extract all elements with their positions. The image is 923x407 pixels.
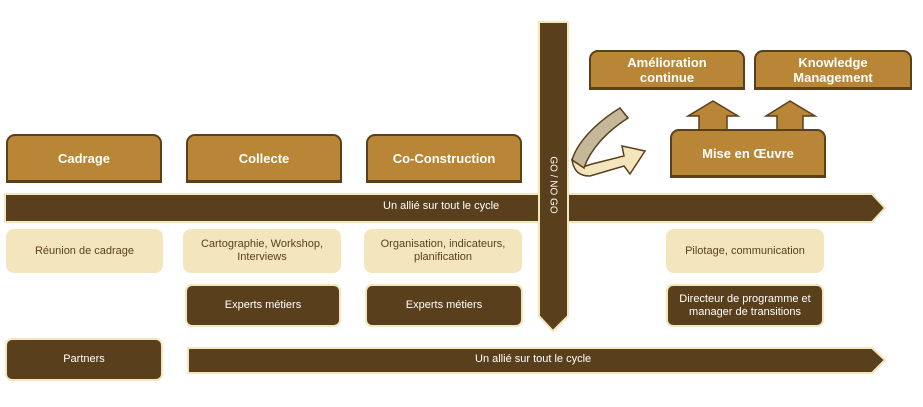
outcome-amelioration-continue: Amélioration continue <box>589 50 745 90</box>
up-arrow-improvement <box>685 100 741 131</box>
activity-label: Organisation, indicateurs, planification <box>380 238 506 263</box>
gate-label-wrap: GO / NO GO <box>538 145 568 225</box>
curved-transition-arrow-head <box>570 145 647 177</box>
role-directeur-programme: Directeur de programme et manager de tra… <box>666 284 824 327</box>
outcome-label: Amélioration continue <box>627 54 707 85</box>
phase-label: Mise en Œuvre <box>702 145 794 161</box>
main-band-label: Un allié sur tout le cycle <box>383 200 500 212</box>
partners-label: Partners <box>63 353 105 365</box>
phase-label: Cadrage <box>57 150 111 166</box>
activity-label: Pilotage, communication <box>685 244 805 257</box>
activity-cartographie: Cartographie, Workshop, Interviews <box>183 229 341 273</box>
up-arrow-knowledge <box>763 100 818 131</box>
bottom-band-arrow <box>187 347 887 374</box>
main-band-arrow <box>4 193 887 223</box>
phase-cadrage: Cadrage <box>6 134 162 183</box>
phase-co-construction: Co-Construction <box>366 134 522 183</box>
bottom-band-label: Un allié sur tout le cycle <box>475 353 592 365</box>
gate-label: GO / NO GO <box>547 156 559 214</box>
phase-mise-en-oeuvre: Mise en Œuvre <box>670 129 826 178</box>
phase-collecte: Collecte <box>186 134 342 183</box>
partners-box: Partners <box>5 338 163 381</box>
phase-label: Co-Construction <box>392 150 496 166</box>
activity-reunion-cadrage: Réunion de cadrage <box>6 229 163 273</box>
go-no-go-gate-arrow <box>538 21 569 333</box>
role-label: Directeur de programme et manager de tra… <box>679 292 811 318</box>
activity-organisation: Organisation, indicateurs, planification <box>364 229 522 273</box>
role-experts-metiers-coconstruction: Experts métiers <box>365 284 523 327</box>
phase-label: Collecte <box>238 150 290 166</box>
outcome-label: Knowledge Management <box>793 54 873 85</box>
role-label: Experts métiers <box>224 299 302 311</box>
activity-label: Réunion de cadrage <box>34 244 135 257</box>
role-experts-metiers-collecte: Experts métiers <box>185 284 341 327</box>
outcome-knowledge-management: Knowledge Management <box>754 50 912 90</box>
activity-pilotage: Pilotage, communication <box>666 229 824 273</box>
activity-label: Cartographie, Workshop, Interviews <box>200 238 324 263</box>
role-label: Experts métiers <box>405 299 483 311</box>
